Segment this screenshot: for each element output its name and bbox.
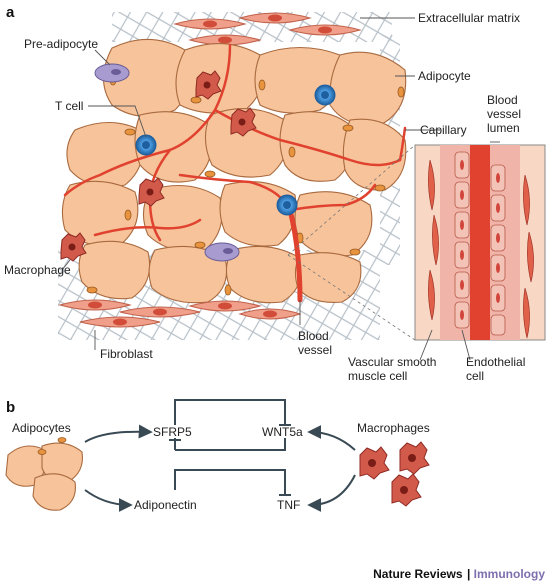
t-cells bbox=[135, 84, 336, 216]
panel-b-labels: Adipocytes Macrophages SFRP5 WNT5a Adipo… bbox=[12, 421, 430, 512]
label-endothelial-1: Endothelial bbox=[466, 355, 525, 369]
label-t-cell: T cell bbox=[55, 99, 83, 113]
journal-section: Immunology bbox=[474, 567, 546, 581]
label-macrophages: Macrophages bbox=[357, 421, 430, 435]
label-adipocyte: Adipocyte bbox=[418, 69, 471, 83]
panel-b-letter: b bbox=[6, 399, 15, 416]
label-blood-vessel-lumen-1: Blood bbox=[487, 93, 518, 107]
label-pre-adipocyte: Pre-adipocyte bbox=[24, 37, 98, 51]
macrophages bbox=[60, 70, 257, 262]
label-fibroblast: Fibroblast bbox=[100, 347, 153, 361]
label-tnf: TNF bbox=[277, 498, 300, 512]
label-blood-vessel-lumen-2: vessel bbox=[487, 107, 521, 121]
panel-a-labels: Extracellular matrix Pre-adipocyte Adipo… bbox=[4, 11, 525, 383]
capillary-inset bbox=[414, 144, 546, 341]
label-vascular-smooth-2: muscle cell bbox=[348, 369, 407, 383]
panel-a-letter: a bbox=[6, 4, 15, 21]
journal-credit: Nature Reviews | Immunology bbox=[373, 565, 545, 582]
journal-separator: | bbox=[467, 567, 474, 581]
label-blood-vessel-1: Blood bbox=[298, 329, 329, 343]
journal-name: Nature Reviews bbox=[373, 567, 463, 581]
label-extracellular-matrix: Extracellular matrix bbox=[418, 11, 520, 25]
label-adipocytes: Adipocytes bbox=[12, 421, 71, 435]
label-sfrp5: SFRP5 bbox=[153, 425, 192, 439]
signalling-arrows bbox=[84, 399, 356, 512]
zoom-indicator bbox=[287, 144, 416, 341]
panel-a-leaders bbox=[61, 17, 500, 361]
pre-adipocytes bbox=[94, 63, 240, 262]
label-endothelial-2: cell bbox=[466, 369, 484, 383]
label-blood-vessel-lumen-3: lumen bbox=[487, 121, 520, 135]
fibroblast-row-top bbox=[173, 12, 362, 46]
svg-text:Nature Reviews |: Nature Reviews | Immunology bbox=[373, 565, 545, 582]
label-wnt5a: WNT5a bbox=[262, 425, 303, 439]
label-macrophage: Macrophage bbox=[4, 263, 71, 277]
fibroblast-row-bottom bbox=[58, 299, 302, 328]
macrophages-group bbox=[359, 441, 430, 507]
label-vascular-smooth-1: Vascular smooth bbox=[348, 355, 436, 369]
adipocytes-group bbox=[5, 437, 83, 511]
label-adiponectin: Adiponectin bbox=[134, 498, 197, 512]
label-blood-vessel-2: vessel bbox=[298, 343, 332, 357]
label-capillary: Capillary bbox=[420, 123, 467, 137]
